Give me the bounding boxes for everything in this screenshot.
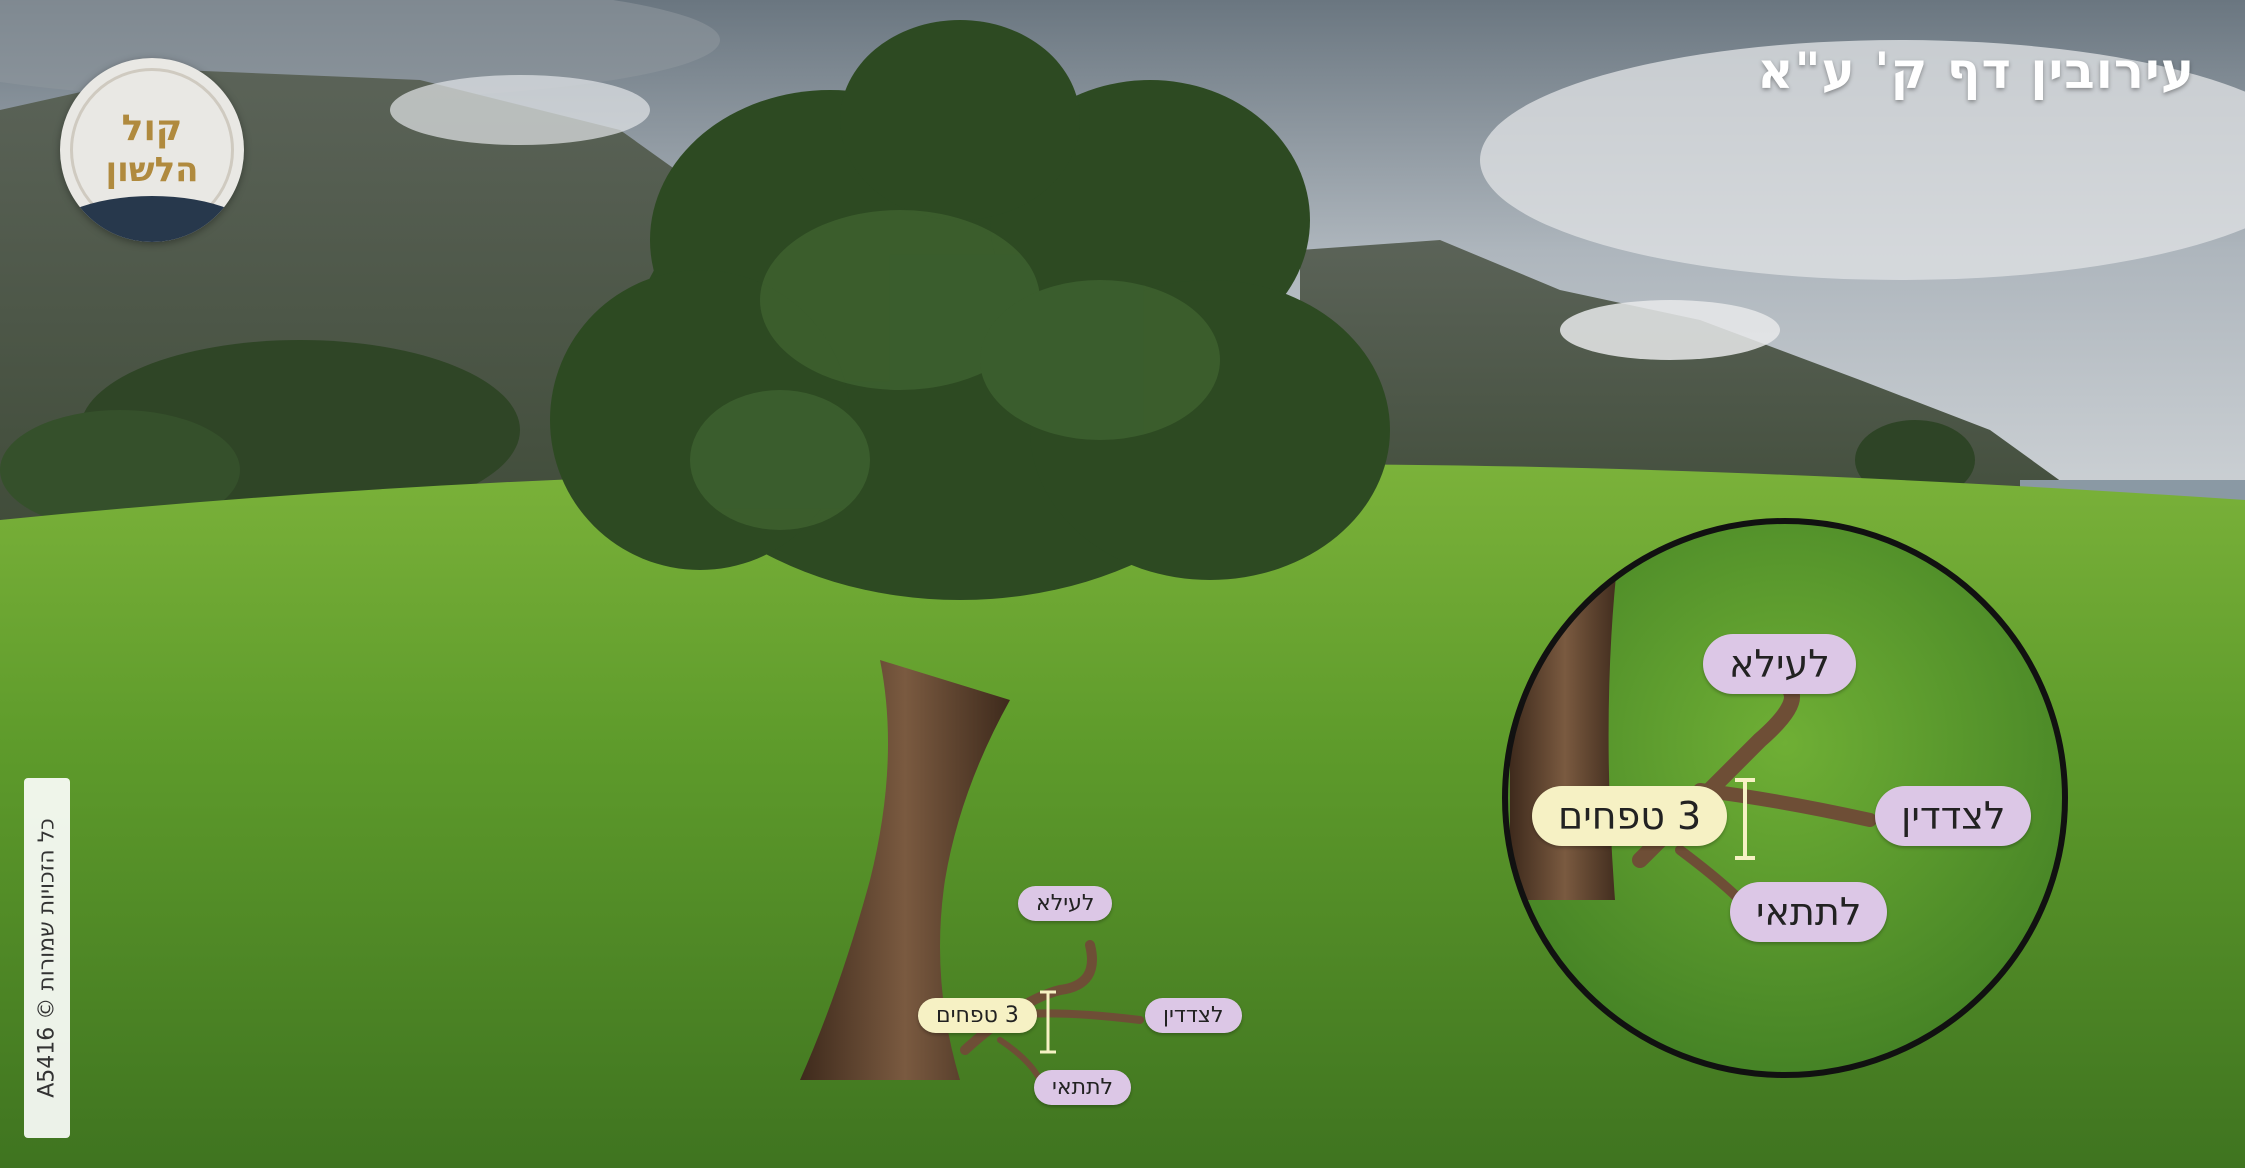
logo-base xyxy=(60,196,244,242)
kol-halashon-logo: קול הלשון xyxy=(60,58,244,242)
logo-line-2: הלשון xyxy=(105,150,199,190)
logo-line-1: קול xyxy=(121,108,183,149)
page-title: עירובין דף ק' ע"א xyxy=(1757,42,2195,100)
copyright-text: כל הזכויות שמורות © A5416 xyxy=(34,818,60,1098)
tree-label-measure: 3 טפחים xyxy=(918,998,1037,1033)
tree-label-below: לתתאי xyxy=(1034,1070,1132,1105)
zoom-label-above: לעילא xyxy=(1703,634,1856,694)
tree-label-above: לעילא xyxy=(1018,886,1113,921)
copyright-strip: כל הזכויות שמורות © A5416 xyxy=(24,778,70,1138)
tree-label-sides: לצדדין xyxy=(1145,998,1242,1033)
zoom-label-sides: לצדדין xyxy=(1875,786,2032,846)
zoom-label-measure: 3 טפחים xyxy=(1532,786,1728,846)
zoom-label-below: לתתאי xyxy=(1730,882,1888,942)
